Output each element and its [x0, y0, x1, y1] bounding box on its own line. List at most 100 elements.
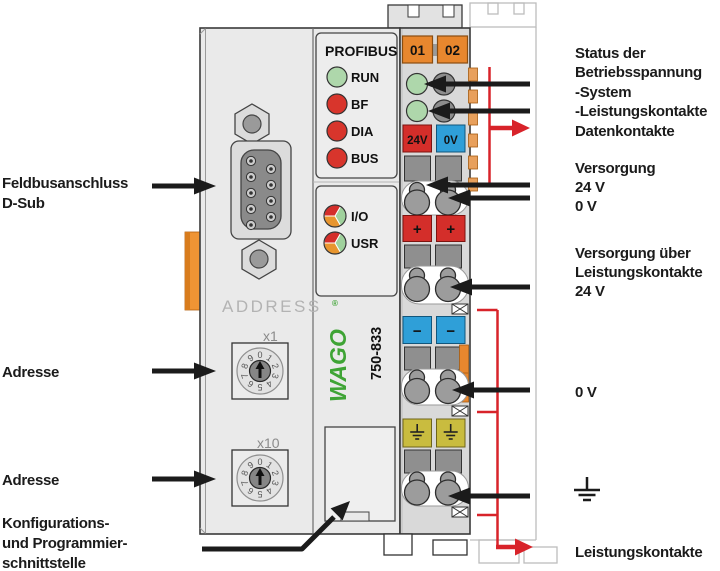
- rotary-x1-label: x1: [263, 328, 278, 344]
- callout-supply-pc-line1: Versorgung über: [575, 245, 691, 262]
- svg-text:8: 8: [239, 362, 250, 370]
- supply-24v-block: [402, 124, 432, 153]
- bus-led-label: BUS: [351, 151, 379, 166]
- callout-status-line1: Status der: [575, 45, 646, 62]
- svg-text:7: 7: [239, 479, 250, 487]
- callout-supply-line2: 24 V: [575, 179, 605, 196]
- din-rail-feet: [383, 533, 468, 556]
- run-led-label: RUN: [351, 70, 379, 85]
- address-title: ADDRESS: [222, 297, 322, 316]
- svg-text:−: −: [446, 323, 455, 340]
- svg-text:1: 1: [264, 460, 274, 471]
- earth-ground-icon: [574, 477, 600, 502]
- minus-terminal-marker: [436, 316, 466, 344]
- slot-02-number: 02: [445, 43, 460, 58]
- callout-zero-volt: 0 V: [575, 384, 597, 401]
- rotary-x10-label: x10: [257, 435, 280, 451]
- callout-fieldbus-line2: D-Sub: [2, 195, 45, 212]
- callout-data-contacts: Datenkontakte: [575, 123, 674, 140]
- wago-logo: WAGO: [325, 329, 351, 402]
- dsub-bottom-screw: [249, 249, 269, 269]
- data-contacts-arrowhead: [512, 119, 530, 137]
- power-contacts-arrowhead: [515, 538, 533, 556]
- svg-text:3: 3: [270, 479, 281, 487]
- earth-icon: [443, 424, 458, 440]
- supply-0v-block: [436, 124, 466, 153]
- data-contact-symbols: [451, 303, 469, 518]
- svg-text:+: +: [413, 221, 422, 238]
- callout-address-x1: Adresse: [2, 364, 59, 381]
- registered-mark: ®: [332, 299, 338, 308]
- dsub-pin-dots: [249, 159, 273, 227]
- rotary-switch-x10: 0 1 2 3 4 5 6 7 8 9: [231, 449, 289, 507]
- callout-status-line2: Betriebsspannung: [575, 64, 702, 81]
- usr-led: [323, 231, 347, 255]
- svg-text:2: 2: [270, 469, 281, 477]
- bus-led: [326, 147, 348, 169]
- svg-text:9: 9: [246, 353, 256, 364]
- bf-led: [326, 93, 348, 115]
- callout-status-line4: -Leistungskontakte: [575, 103, 707, 120]
- status-led-panel: I/O USR: [315, 185, 398, 297]
- svg-text:1: 1: [264, 353, 274, 364]
- svg-text:8: 8: [239, 469, 250, 477]
- profibus-title: PROFIBUS: [325, 43, 397, 59]
- svg-text:0: 0: [257, 457, 262, 467]
- io-led-label: I/O: [351, 209, 368, 224]
- dial-pointer: [255, 468, 265, 476]
- svg-text:6: 6: [246, 378, 256, 389]
- svg-text:−: −: [413, 323, 422, 340]
- callout-supply-line1: Versorgung: [575, 160, 655, 177]
- callout-supply-pc-line3: 24 V: [575, 283, 605, 300]
- plus-terminal-marker: [402, 215, 432, 242]
- svg-text:5: 5: [257, 489, 262, 499]
- minus-terminal-marker: [402, 316, 432, 344]
- callout-arrows-left: [152, 177, 350, 552]
- callout-status-line3: -System: [575, 84, 631, 101]
- dsub-top-screw: [242, 114, 262, 134]
- svg-text:4: 4: [264, 378, 274, 389]
- dia-led: [326, 120, 348, 142]
- callout-supply-pc-line2: Leistungskontakte: [575, 264, 702, 281]
- callout-supply-line3: 0 V: [575, 198, 597, 215]
- svg-text:7: 7: [239, 372, 250, 380]
- earth-icon: [410, 424, 425, 440]
- model-number: 750-833: [369, 327, 385, 380]
- svg-text:4: 4: [264, 485, 274, 496]
- supply-0v-text: 0V: [444, 135, 458, 147]
- plus-terminal-marker: [436, 215, 466, 242]
- dsub-connector: [230, 103, 292, 280]
- dial-pointer: [255, 361, 265, 369]
- arrow-config-interface: [202, 515, 336, 552]
- callout-config-line2: und Programmier-: [2, 535, 128, 552]
- svg-text:3: 3: [270, 372, 281, 380]
- svg-text:0: 0: [257, 350, 262, 360]
- dia-led-label: DIA: [351, 124, 374, 139]
- bf-led-label: BF: [351, 97, 368, 112]
- callouts-left: Feldbusanschluss D-Sub Adresse Adresse K…: [2, 175, 128, 571]
- callout-fieldbus-line1: Feldbusanschluss: [2, 175, 128, 192]
- callout-address-x10: Adresse: [2, 472, 59, 489]
- earth-terminal-marker: [436, 418, 466, 448]
- wire-terminal-row-c: [401, 368, 469, 406]
- programming-cover: [324, 426, 396, 522]
- usr-led-label: USR: [351, 236, 379, 251]
- slot-01-block: [401, 35, 434, 64]
- svg-text:+: +: [446, 221, 455, 238]
- svg-text:6: 6: [246, 485, 256, 496]
- callout-config-line1: Konfigurations-: [2, 515, 109, 532]
- ghost-module-outline: [469, 2, 558, 564]
- io-led: [323, 204, 347, 228]
- wire-terminal-row-b: [401, 265, 469, 305]
- svg-text:9: 9: [246, 460, 256, 471]
- svg-text:5: 5: [257, 382, 262, 392]
- profibus-panel: PROFIBUS RUN BF DIA BUS: [315, 32, 398, 179]
- rotary-switch-x1: 0 1 2 3 4 5 6 7 8 9: [231, 342, 289, 400]
- callouts-right: Status der Betriebsspannung -System -Lei…: [574, 45, 707, 561]
- wire-terminal-row-d: [401, 470, 469, 507]
- release-latch: [184, 231, 202, 311]
- slot-02-block: [436, 35, 469, 64]
- callout-power-contacts: Leistungskontakte: [575, 544, 702, 561]
